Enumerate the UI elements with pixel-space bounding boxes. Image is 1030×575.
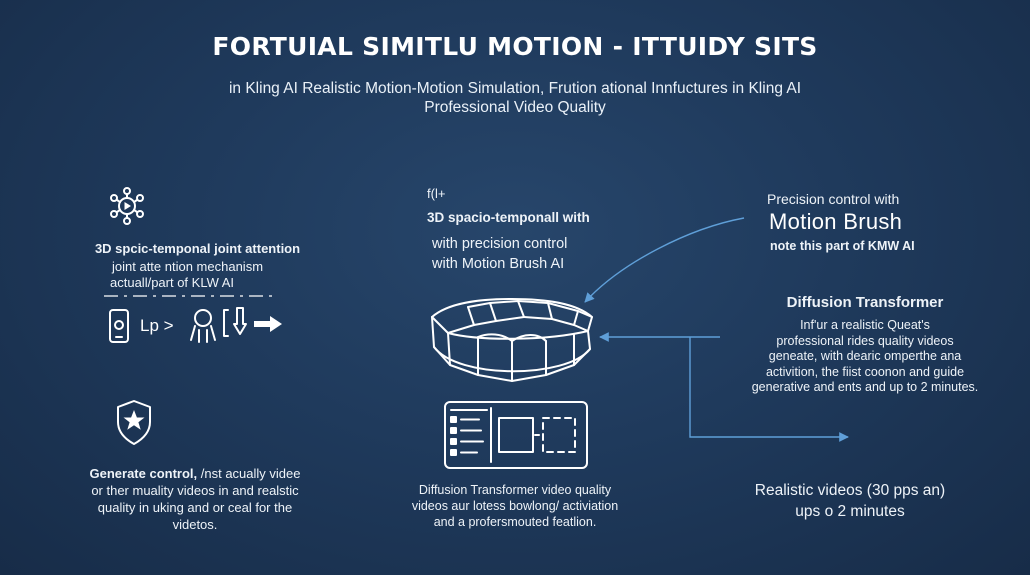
center-small-label: f(l+ <box>427 186 446 201</box>
center-top-description: with precision control with Motion Brush… <box>432 234 567 274</box>
subtitle-line-2: Professional Video Quality <box>424 99 606 116</box>
right-mid-line-2: professional rides quality videos <box>776 333 954 348</box>
network-play-icon <box>110 187 144 225</box>
right-mid-description: Inf'ur a realistic Queat's professional … <box>740 318 990 396</box>
right-mid-line-1: Inf'ur a realistic Queat's <box>800 318 930 332</box>
right-bottom-line-1: Realistic videos (30 pps an) <box>754 482 946 499</box>
person-icon <box>190 309 216 343</box>
arrow-right-icon <box>254 316 282 332</box>
left-bottom-description: Generate control, /nst acually videe or … <box>70 465 320 533</box>
left-top-description: joint atte ntion mechanism actuall/part … <box>110 259 310 291</box>
control-panel-icon <box>444 401 588 469</box>
motion-brush-heading: Motion Brush <box>769 209 903 234</box>
right-mid-line-4: activition, the fiist coonon and guide <box>765 364 965 379</box>
phone-icon <box>109 309 129 343</box>
page-title: FORTUIAL SIMITLU MOTION - ITTUIDY SITS <box>212 32 818 61</box>
right-top-line-3: note this part of KMW AI <box>770 239 915 253</box>
left-top-line-2: actuall/part of KLW AI <box>110 275 235 290</box>
left-bottom-line-4: videtos. <box>172 517 218 532</box>
left-bottom-line-1: Generate control, /nst acually videe <box>70 465 320 482</box>
left-bottom-line-3: quality in uking and or ceal for the <box>97 500 293 515</box>
right-bottom-line-2: ups o 2 minutes <box>795 503 905 520</box>
subtitle-line-1: in Kling AI Realistic Motion-Motion Simu… <box>228 80 802 97</box>
center-bottom-line-2: videos aur lotess bowlong/ activiation <box>411 499 619 513</box>
center-top-heading: 3D spacio-temponall with <box>427 210 590 225</box>
center-top-line-2: with Motion Brush AI <box>432 256 565 272</box>
flow-label: Lp > <box>140 316 174 335</box>
left-bottom-line-2: or ther muality videos in and realstic <box>91 483 299 498</box>
diffusion-transformer-heading: Diffusion Transformer <box>786 294 944 311</box>
connector-diffusion-to-realistic <box>689 337 849 442</box>
left-bottom-line-1-bold: Generate control, <box>89 466 198 481</box>
right-mid-line-5: generative and ents and up to 2 minutes. <box>751 380 979 394</box>
right-top-line-1: Precision control with <box>767 191 900 207</box>
right-mid-line-3: geneate, with dearic omperthe ana <box>768 349 962 363</box>
shield-star-icon <box>117 400 151 445</box>
left-top-line-1: joint atte ntion mechanism <box>112 259 264 274</box>
center-bottom-line-1: Diffusion Transformer video quality <box>418 483 612 497</box>
center-bottom-line-3: and a profersmouted featlion. <box>433 515 597 529</box>
left-top-heading: 3D spcic-temponal joint attention <box>94 241 301 256</box>
connector-motion-brush-to-ring <box>584 217 745 303</box>
center-bottom-description: Diffusion Transformer video quality vide… <box>380 482 650 530</box>
segmented-ring-3d <box>431 298 593 382</box>
center-top-line-1: with precision control <box>432 236 568 252</box>
page-subtitle: in Kling AI Realistic Motion-Motion Simu… <box>150 79 880 117</box>
left-bottom-line-1-rest: /nst acually videe <box>197 466 301 481</box>
arrow-down-icon <box>233 307 247 335</box>
bracket-icon <box>223 309 229 337</box>
right-bottom-description: Realistic videos (30 pps an) ups o 2 min… <box>735 480 965 522</box>
